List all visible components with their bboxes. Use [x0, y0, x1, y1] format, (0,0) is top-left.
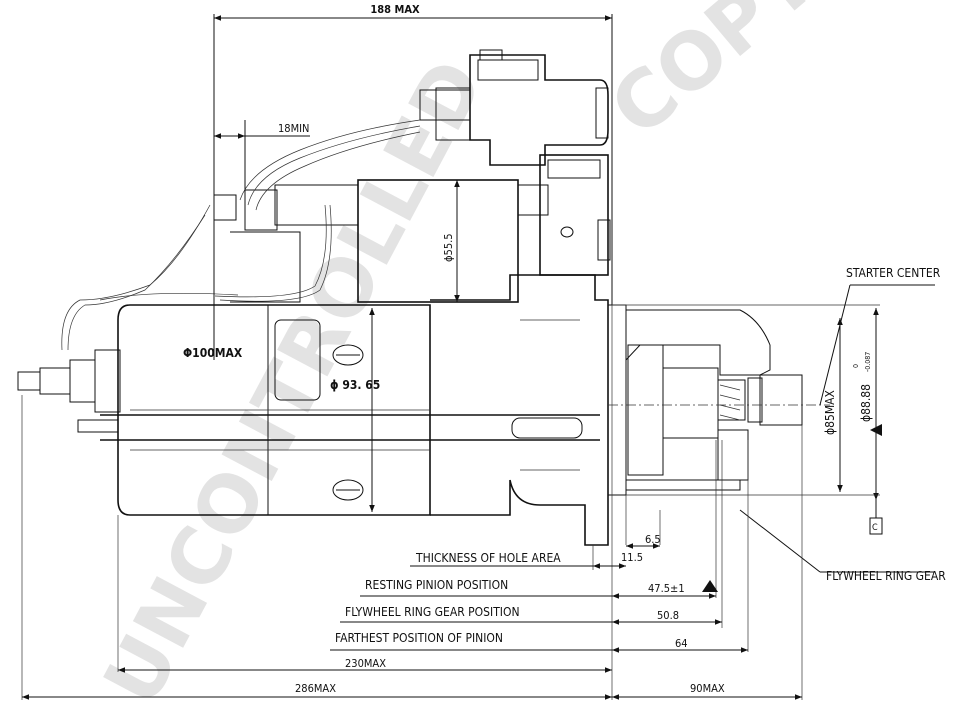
- dim-dia-85: ϕ85MAX: [823, 389, 837, 435]
- label-thickness-hole-area: THICKNESS OF HOLE AREA: [415, 551, 561, 565]
- dim-dia-55: ϕ55.5: [442, 233, 455, 262]
- dim-18min: 18MIN: [278, 122, 309, 135]
- dim-11-5: 11.5: [621, 551, 643, 564]
- screw-head-top: [332, 344, 364, 366]
- dim-dia-88-tol-upper: 0: [852, 364, 860, 368]
- motor-body: [17, 274, 609, 546]
- label-resting-pinion: RESTING PINION POSITION: [365, 578, 508, 592]
- dim-dia-88-tol-lower: -0.087: [864, 352, 872, 372]
- dim-286: 286MAX: [295, 682, 336, 695]
- callout-labels: STARTER CENTER THICKNESS OF HOLE AREA RE…: [335, 266, 946, 645]
- screw-head-bottom: [332, 479, 364, 501]
- watermark-text-copy: COPY: [594, 0, 835, 155]
- dim-47-5: 47.5±1: [648, 582, 685, 595]
- pinion-section: [607, 304, 830, 496]
- dim-dia-88: ϕ88.88: [859, 384, 873, 422]
- dim-64: 64: [675, 637, 688, 650]
- label-farthest-pinion: FARTHEST POSITION OF PINION: [335, 631, 503, 645]
- dim-dia-100: Φ100MAX: [183, 346, 243, 360]
- label-starter-center: STARTER CENTER: [846, 266, 941, 280]
- dimension-text: 188 MAX 18MIN ϕ55.5 Φ100MAX ϕ 93. 65 ϕ85…: [183, 3, 873, 695]
- dim-6-5: 6.5: [645, 533, 661, 546]
- solenoid-assembly: [61, 49, 611, 351]
- label-datum-c: C: [872, 523, 878, 533]
- dim-90: 90MAX: [690, 682, 725, 695]
- dim-230: 230MAX: [345, 657, 386, 670]
- label-flywheel-ring-gear-position: FLYWHEEL RING GEAR POSITION: [345, 605, 520, 619]
- dimension-lines: [21, 14, 935, 700]
- label-flywheel-ring-gear: FLYWHEEL RING GEAR: [826, 569, 946, 583]
- dim-50-8: 50.8: [657, 609, 679, 622]
- dim-188: 188 MAX: [370, 3, 420, 16]
- dim-dia-93: ϕ 93. 65: [330, 378, 380, 392]
